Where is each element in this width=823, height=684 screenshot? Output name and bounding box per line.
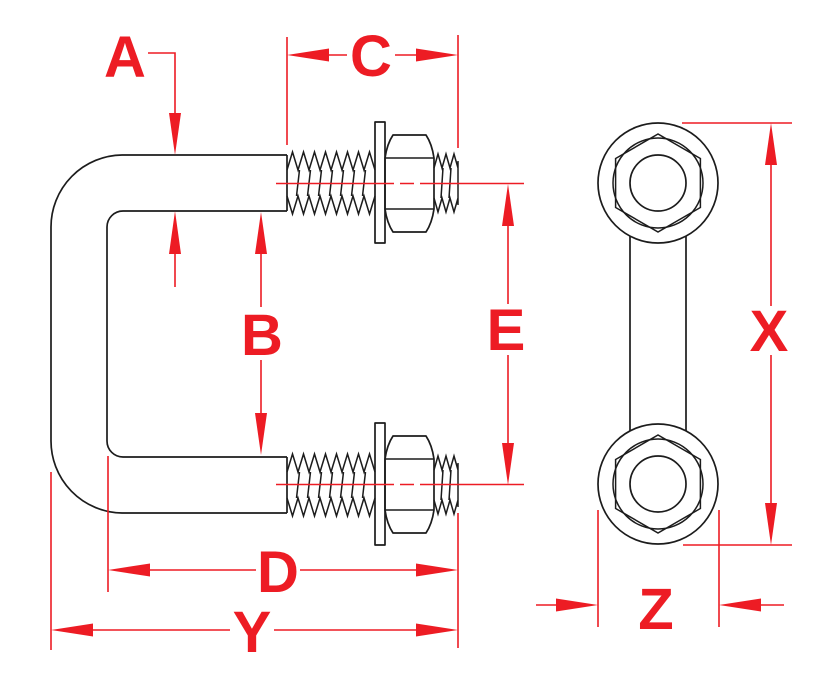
hex-nut-top-side — [384, 134, 435, 233]
dimension-x: X — [682, 122, 792, 546]
arrowhead-d-right — [416, 563, 458, 577]
arrowhead-a-up — [169, 211, 181, 254]
centerlines — [276, 182, 524, 486]
arrowhead-x-up — [765, 123, 777, 165]
nut-chamfer-circle-bottom — [612, 438, 704, 530]
arrowhead-b-up — [255, 212, 267, 254]
hex-nut-bottom-side — [384, 435, 435, 534]
arrowhead-z-right-pointing — [556, 598, 598, 612]
washer-circle-top — [597, 122, 719, 244]
arrowhead-c-right — [416, 48, 458, 62]
nut-chamfer-circle-top — [612, 137, 704, 229]
dimension-label-b: B — [241, 303, 283, 368]
arrowhead-b-down — [255, 413, 267, 455]
dimension-z: Z — [536, 510, 784, 642]
dimension-label-z: Z — [638, 577, 673, 642]
dimension-label-e: E — [487, 298, 526, 363]
dimension-label-d: D — [257, 540, 299, 605]
arrowhead-a-down — [169, 113, 181, 155]
leader-line-a — [148, 52, 176, 113]
dimension-label-x: X — [750, 299, 789, 364]
washer-circle-bottom — [597, 423, 719, 545]
u-bolt-outer-outline — [50, 154, 287, 514]
arrowhead-z-left-pointing — [719, 598, 761, 612]
dimensions: A B C D — [50, 24, 792, 665]
arrowhead-e-up — [502, 184, 514, 226]
dimension-e: E — [487, 184, 526, 485]
hex-nut-bottom-face-lines — [385, 458, 434, 511]
dimension-b: B — [241, 212, 283, 455]
arrowhead-y-left — [51, 623, 93, 637]
arrowhead-c-left — [287, 48, 329, 62]
dimension-d: D — [107, 456, 458, 605]
u-bolt-inner-outline — [106, 210, 287, 458]
hex-nut-top-face-lines — [385, 157, 434, 210]
dimension-a: A — [104, 25, 181, 287]
bolt-circle-bottom — [629, 455, 687, 513]
dimension-label-a: A — [104, 25, 146, 90]
dimension-c: C — [286, 24, 459, 148]
shaft-lines — [629, 236, 687, 431]
arrowhead-y-right — [416, 623, 458, 637]
end-view — [597, 122, 719, 545]
washer-top-side — [374, 121, 386, 244]
bolt-circle-top — [629, 154, 687, 212]
arrowhead-e-down — [502, 443, 514, 485]
dimension-label-c: C — [350, 24, 392, 89]
hex-nut-top-end — [614, 133, 702, 233]
arrowhead-x-down — [765, 503, 777, 545]
dimension-label-y: Y — [233, 600, 272, 665]
end-view-bottom-nut — [597, 423, 719, 545]
end-view-top-nut — [597, 122, 719, 244]
arrowhead-d-left — [108, 563, 150, 577]
hex-nut-bottom-end — [614, 434, 702, 534]
dimension-y: Y — [50, 472, 459, 665]
